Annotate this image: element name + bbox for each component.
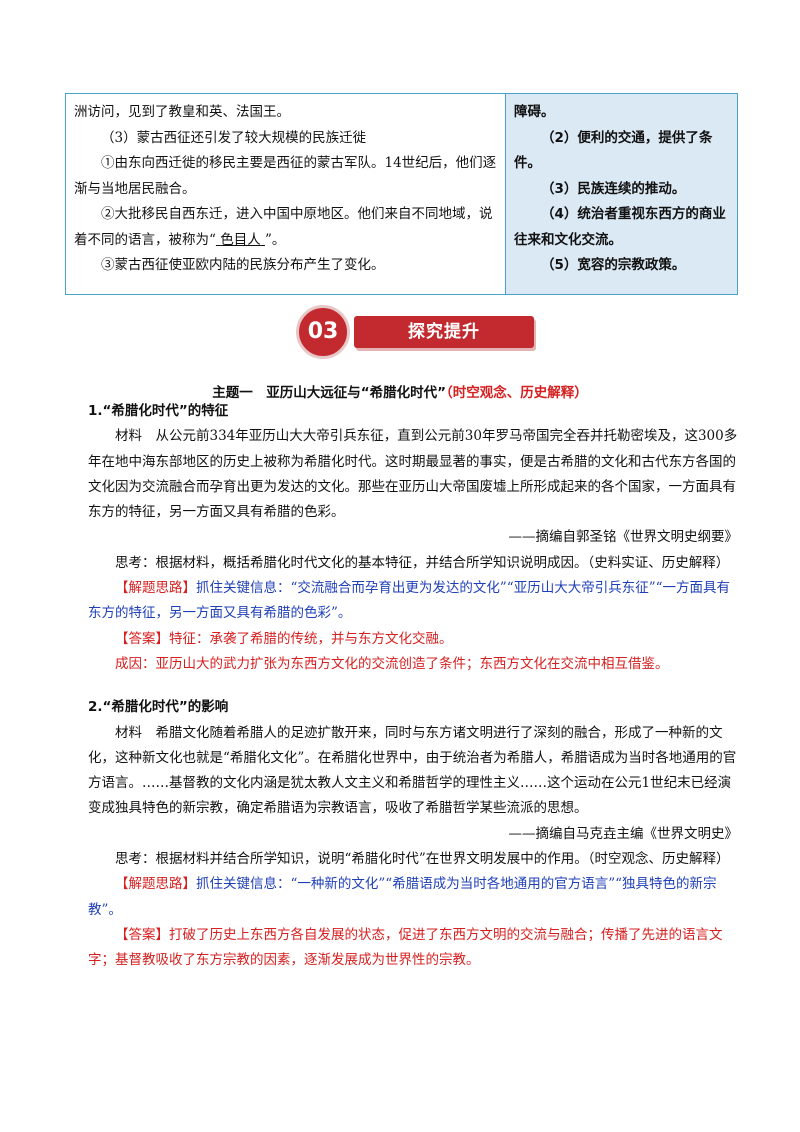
part1-question: 思考：根据材料，概括希腊化时代文化的基本特征，并结合所学知识说明成因。（史料实证… [115,554,730,571]
table-line: 洲访问，见到了教皇和英、法国王。 [74,104,290,120]
part1-heading: 1.“希腊化时代”的特征 [88,403,229,419]
part2-heading: 2.“希腊化时代”的影响 [88,699,229,716]
table-line: （3）民族连续的推动。 [541,180,686,197]
blank-answer: 色目人 [216,232,265,248]
part1-source: ——摘编自郭圣铭《世界文明史纲要》 [508,529,739,546]
answer-label: 【答案】 [115,926,169,943]
answer-label: 【答案】 [115,630,169,647]
hint-text: 抓住关键信息：“交流融合而孕育出更为发达的文化”“亚历山大大帝引兵东征”“一方面… [88,580,731,622]
part1-answer: 【答案】特征：承袭了希腊的传统，并与东方文化交融。 [88,627,738,652]
blank-answer-text: 色目人 [220,231,261,248]
answer-text: 打破了历史上东西方各自发展的状态，促进了东西方文明的交流与融合；传播了先进的语言… [88,926,723,969]
table-left-cell: 洲访问，见到了教皇和英、法国王。 （3）蒙古西征还引发了较大规模的民族迁徙 ①由… [66,94,506,294]
answer-text: 特征：承袭了希腊的传统，并与东方文化交融。 [169,630,453,647]
table-line: （3）蒙古西征还引发了较大规模的民族迁徙 [101,129,367,146]
summary-table: 洲访问，见到了教皇和英、法国王。 （3）蒙古西征还引发了较大规模的民族迁徙 ①由… [65,93,738,295]
topic-heading: 主题一 亚历山大远征与“希腊化时代”（时空观念、历史解释） [0,381,800,401]
part2-material: 材料 希腊文化随着希腊人的足迹扩散开来，同时与东方诸文明进行了深刻的融合，形成了… [88,724,737,817]
text-segment: ”。 [265,231,286,248]
table-line: （5）宽容的宗教政策。 [541,257,686,273]
part1-material: 材料 从公元前334年亚历山大大帝引兵东征，直到公元前30年罗马帝国完全吞并托勒… [88,428,738,521]
topic-main: 主题一 亚历山大远征与“希腊化时代” [212,385,446,401]
table-line: （4）统治者重视东西方的商业往来和文化交流。 [514,206,726,248]
section-number: 03 [296,305,350,359]
table-line: ③蒙古西征使亚欧内陆的民族分布产生了变化。 [101,257,385,273]
part2-question: 思考：根据材料并结合所学知识，说明“希腊化时代”在世界文明发展中的作用。（时空观… [115,851,730,868]
table-line: 障碍。 [514,104,555,120]
hint-label: 【解题思路】 [115,580,196,597]
section-title: 探究提升 [354,316,534,348]
part1-answer2: 成因：亚历山大的武力扩张为东西方文化的交流创造了条件；东西方文化在交流中相互借鉴… [115,655,669,672]
topic-tag: （时空观念、历史解释） [446,385,588,401]
part2-hint: 【解题思路】抓住关键信息：“一种新的文化”“希腊语成为当时各地通用的官方语言”“… [88,872,738,923]
text-segment: ②大批移民自西东迁，进入中国中原地区。他们来自不同地域，说着不同的语言，被称为“ [74,206,493,248]
hint-label: 【解题思路】 [115,876,196,893]
hint-text: 抓住关键信息：“一种新的文化”“希腊语成为当时各地通用的官方语言”“独具特色的新… [88,876,717,918]
table-line: ②大批移民自西东迁，进入中国中原地区。他们来自不同地域，说着不同的语言，被称为“… [74,202,497,253]
table-right-cell: 障碍。 （2）便利的交通，提供了条件。 （3）民族连续的推动。 （4）统治者重视… [506,94,737,294]
part2-source: ——摘编自马克垚主编《世界文明史》 [508,825,739,842]
part1-hint: 【解题思路】抓住关键信息：“交流融合而孕育出更为发达的文化”“亚历山大大帝引兵东… [88,576,738,627]
section-banner: 03 探究提升 [296,305,536,359]
table-line: （2）便利的交通，提供了条件。 [514,129,713,172]
part2-answer: 【答案】打破了历史上东西方各自发展的状态，促进了东西方文明的交流与融合；传播了先… [88,923,738,974]
table-line: ①由东向西迁徙的移民主要是西征的蒙古军队。14世纪后，他们逐渐与当地居民融合。 [74,155,497,197]
main-content: 1.“希腊化时代”的特征 材料 从公元前334年亚历山大大帝引兵东征，直到公元前… [88,399,738,974]
